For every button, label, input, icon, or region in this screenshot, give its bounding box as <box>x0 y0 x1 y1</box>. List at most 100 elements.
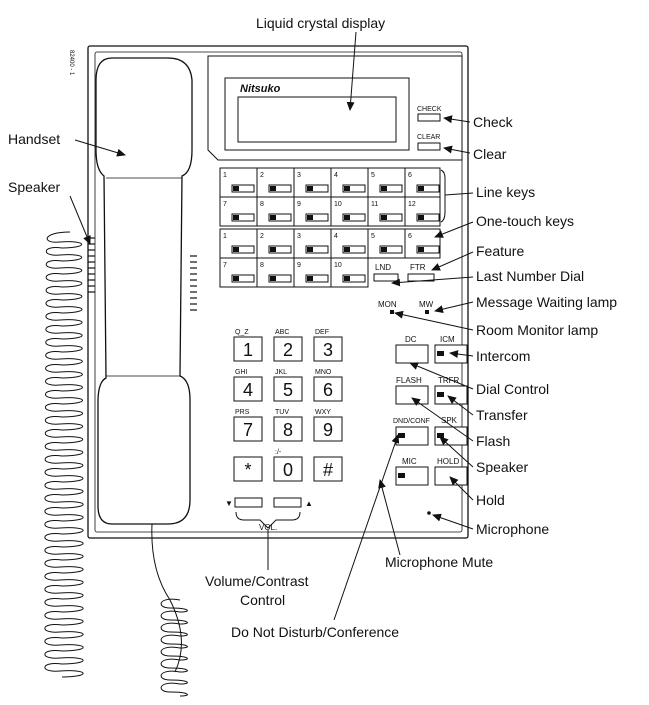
dial-key-digit: 1 <box>243 340 253 360</box>
dial-key-2[interactable] <box>273 336 303 362</box>
one-touch-key-lamp <box>270 247 276 252</box>
one-touch-keys-block <box>219 228 441 288</box>
callout-intercom: Intercom <box>476 348 530 364</box>
line-key-number: 8 <box>260 201 264 208</box>
callout-line-keys: Line keys <box>476 184 535 200</box>
dial-key-7[interactable] <box>233 416 263 442</box>
mw-lamp-label: MW <box>419 300 434 309</box>
dial-key-#[interactable] <box>313 456 343 482</box>
hold-key[interactable] <box>434 466 468 486</box>
one-touch-key[interactable] <box>231 274 255 283</box>
one-touch-key[interactable] <box>268 274 292 283</box>
volume-label: VOL. <box>259 523 277 532</box>
line-key-number: 3 <box>297 172 301 179</box>
dial-key-*[interactable] <box>233 456 263 482</box>
dial-key-letters: WXY <box>315 409 331 416</box>
mic-key-label: MIC <box>402 457 417 466</box>
line-key[interactable] <box>268 213 292 222</box>
callout-feature: Feature <box>476 243 524 259</box>
one-touch-key-lamp <box>381 247 387 252</box>
dial-control-key[interactable] <box>395 344 429 364</box>
line-key[interactable] <box>416 184 440 193</box>
dial-key-0[interactable] <box>273 456 303 482</box>
callout-microphone: Microphone <box>476 521 549 537</box>
one-touch-key[interactable] <box>416 245 440 254</box>
dial-key-digit: # <box>323 460 333 480</box>
line-key-number: 11 <box>371 201 378 208</box>
lnd-key[interactable] <box>373 273 399 282</box>
callout-volume-contrast-line1: Volume/Contrast <box>205 573 309 589</box>
volume-control: ▼ ▲ VOL. <box>225 497 313 532</box>
spk-key-label: SPK <box>441 416 458 425</box>
one-touch-key-number: 8 <box>260 262 264 269</box>
line-key-lamp <box>418 186 424 191</box>
line-key-number: 10 <box>334 201 342 208</box>
callout-message-waiting-lamp: Message Waiting lamp <box>476 294 617 310</box>
one-touch-key[interactable] <box>305 274 329 283</box>
hold-key-label: HOLD <box>437 457 459 466</box>
line-key[interactable] <box>342 184 366 193</box>
flash-key[interactable] <box>395 385 429 405</box>
dial-key-letters: JKL <box>275 369 287 376</box>
speaker-lamp <box>437 433 444 438</box>
one-touch-key-lamp <box>344 276 350 281</box>
dial-key-letters: :/- <box>275 449 282 456</box>
dial-key-5[interactable] <box>273 376 303 402</box>
dial-key-3[interactable] <box>313 336 343 362</box>
check-button[interactable] <box>417 113 441 122</box>
dial-key-letters: GHI <box>235 369 248 376</box>
dialpad: Q_Z1ABC2DEF3GHI4JKL5MNO6PRS7TUV8WXY9*:/-… <box>233 329 343 482</box>
callout-liquid-crystal-display: Liquid crystal display <box>256 15 385 31</box>
dial-key-letters: TUV <box>275 409 289 416</box>
dial-key-letters: Q_Z <box>235 329 249 336</box>
line-key[interactable] <box>305 213 329 222</box>
dial-key-digit: 7 <box>243 420 253 440</box>
one-touch-key-lamp <box>418 247 424 252</box>
handset-cord <box>44 231 188 697</box>
one-touch-key-number: 1 <box>223 233 227 240</box>
one-touch-key[interactable] <box>231 245 255 254</box>
one-touch-key-number: 7 <box>223 262 227 269</box>
mic-key[interactable] <box>395 466 429 486</box>
volume-down-key[interactable] <box>234 497 263 508</box>
trfr-key-label: TRFR <box>438 376 460 385</box>
callout-lines <box>69 31 474 621</box>
speaker-grille-left <box>88 237 95 293</box>
dnd-conf-key-label: DND/CONF <box>393 418 430 425</box>
ftr-key-label: FTR <box>410 263 426 272</box>
line-key-lamp <box>233 215 239 220</box>
dial-key-6[interactable] <box>313 376 343 402</box>
dial-key-8[interactable] <box>273 416 303 442</box>
one-touch-key[interactable] <box>268 245 292 254</box>
line-key-number: 7 <box>223 201 227 208</box>
line-key[interactable] <box>231 184 255 193</box>
one-touch-key-number: 4 <box>334 233 338 240</box>
one-touch-key[interactable] <box>379 245 403 254</box>
message-waiting-lamp <box>425 310 429 314</box>
dial-key-4[interactable] <box>233 376 263 402</box>
one-touch-key[interactable] <box>305 245 329 254</box>
dial-key-1[interactable] <box>233 336 263 362</box>
dnd-conf-lamp <box>398 433 405 438</box>
one-touch-key-lamp <box>233 276 239 281</box>
callout-flash: Flash <box>476 433 510 449</box>
one-touch-key[interactable] <box>342 274 366 283</box>
dial-key-digit: 6 <box>323 380 333 400</box>
line-key[interactable] <box>379 184 403 193</box>
one-touch-key-number: 2 <box>260 233 264 240</box>
line-key[interactable] <box>416 213 440 222</box>
callout-clear: Clear <box>473 146 507 162</box>
line-keys-block <box>219 167 441 227</box>
line-key[interactable] <box>379 213 403 222</box>
volume-up-key[interactable] <box>273 497 302 508</box>
line-key[interactable] <box>342 213 366 222</box>
microphone-hole <box>427 511 431 515</box>
clear-button[interactable] <box>417 142 441 151</box>
dial-key-9[interactable] <box>313 416 343 442</box>
line-key[interactable] <box>268 184 292 193</box>
one-touch-key-lamp <box>233 247 239 252</box>
line-key[interactable] <box>305 184 329 193</box>
line-key-lamp <box>307 186 313 191</box>
one-touch-key[interactable] <box>342 245 366 254</box>
line-key[interactable] <box>231 213 255 222</box>
